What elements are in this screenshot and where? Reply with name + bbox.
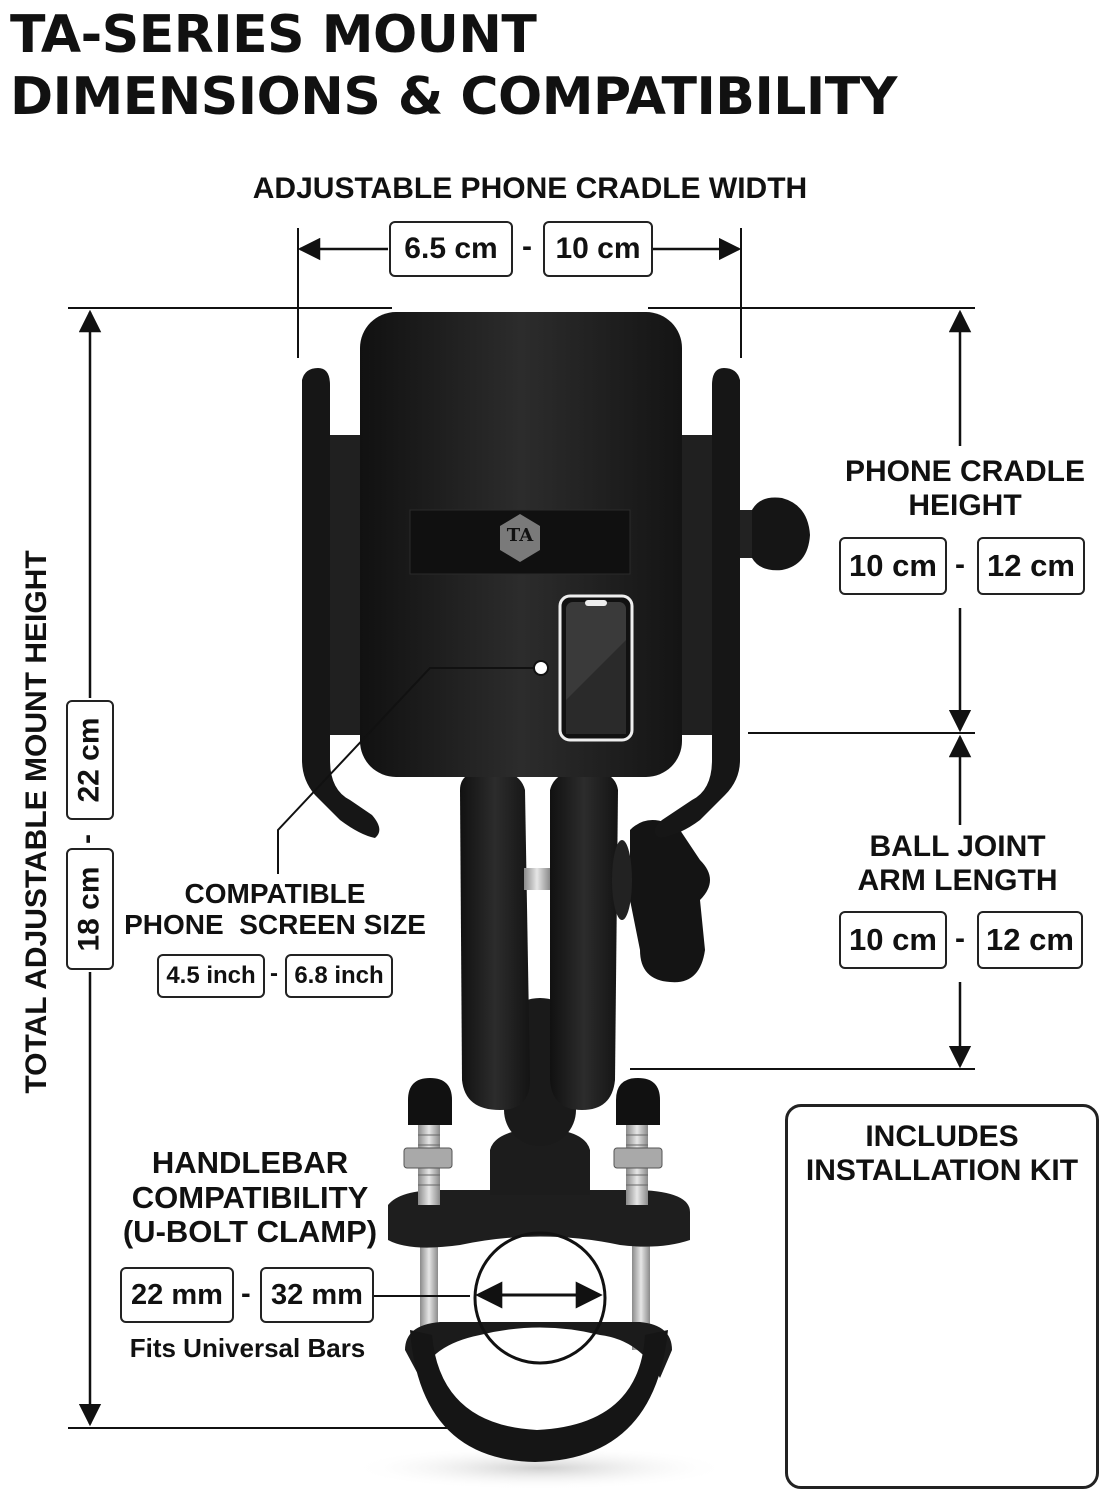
handlebar-max: 32 mm <box>260 1267 374 1323</box>
arm-length-label: BALL JOINT ARM LENGTH <box>820 830 1095 897</box>
installation-kit-label-line-2: INSTALLATION KIT <box>805 1153 1079 1187</box>
mount-height-min: 18 cm <box>66 848 114 970</box>
screen-size-max: 6.8 inch <box>285 954 393 998</box>
handlebar-clamp <box>388 1078 690 1462</box>
cradle-height-dimension <box>748 309 975 734</box>
cradle-height-label-line-2: HEIGHT <box>908 488 1022 522</box>
handlebar-label-line-2: COMPATIBILITY <box>131 1179 369 1215</box>
screen-size-label-line-1: COMPATIBLE <box>184 878 366 909</box>
screen-size-label-line-2: PHONE SCREEN SIZE <box>124 909 426 941</box>
screen-size-label: COMPATIBLE PHONE SCREEN SIZE <box>120 878 430 941</box>
mount-height-max: 22 cm <box>66 700 114 820</box>
brand-logo-icon <box>500 514 540 562</box>
brand-logo-text: TA <box>506 525 534 546</box>
arm-length-max: 12 cm <box>977 911 1083 969</box>
screen-size-min: 4.5 inch <box>157 954 265 998</box>
mount-height-max-text: 22 cm <box>73 717 107 803</box>
mount-height-label: TOTAL ADJUSTABLE MOUNT HEIGHT <box>20 550 53 1094</box>
arm-length-dimension <box>630 734 975 1070</box>
installation-kit-label: INCLUDES INSTALLATION KIT <box>790 1120 1094 1187</box>
installation-kit-label-line-1: INCLUDES <box>865 1120 1019 1153</box>
screen-size-separator: - <box>270 960 278 987</box>
title-line-1: TA-SERIES MOUNT <box>10 5 537 65</box>
arm-length-min: 10 cm <box>839 911 947 969</box>
cradle-width-label: ADJUSTABLE PHONE CRADLE WIDTH <box>252 172 808 205</box>
phone-cradle <box>277 312 810 874</box>
title-line-2: DIMENSIONS & COMPATIBILITY <box>10 67 897 127</box>
mount-height-separator: - <box>70 834 103 844</box>
arm-length-separator: - <box>955 922 965 955</box>
page-title: TA-SERIES MOUNT DIMENSIONS & COMPATIBILI… <box>10 4 897 128</box>
arm-length-label-line-2: ARM LENGTH <box>857 863 1058 897</box>
handlebar-separator: - <box>241 1278 251 1310</box>
cradle-width-dimension <box>297 228 742 358</box>
cradle-width-separator: - <box>522 230 532 263</box>
phone-icon <box>558 594 634 742</box>
handlebar-label-line-3: (U-BOLT CLAMP) <box>122 1214 378 1250</box>
mount-height-min-text: 18 cm <box>73 866 107 952</box>
installation-kit-box <box>785 1104 1099 1489</box>
cradle-height-label-line-1: PHONE CRADLE <box>844 455 1085 488</box>
cradle-width-min: 6.5 cm <box>389 221 513 277</box>
handlebar-label: HANDLEBAR COMPATIBILITY (U-BOLT CLAMP) <box>110 1145 390 1250</box>
handlebar-min: 22 mm <box>120 1267 234 1323</box>
mount-height-dimension <box>68 307 975 1429</box>
arm-length-label-line-1: BALL JOINT <box>869 830 1046 863</box>
handlebar-label-line-1: HANDLEBAR <box>151 1145 349 1180</box>
cradle-width-max: 10 cm <box>543 221 653 277</box>
cradle-height-separator: - <box>955 548 965 581</box>
cradle-height-label: PHONE CRADLE HEIGHT <box>820 455 1104 522</box>
handlebar-note: Fits Universal Bars <box>129 1333 366 1363</box>
cradle-height-min: 10 cm <box>839 537 947 595</box>
cradle-height-max: 12 cm <box>977 537 1085 595</box>
ball-joint-arm <box>460 770 710 1146</box>
